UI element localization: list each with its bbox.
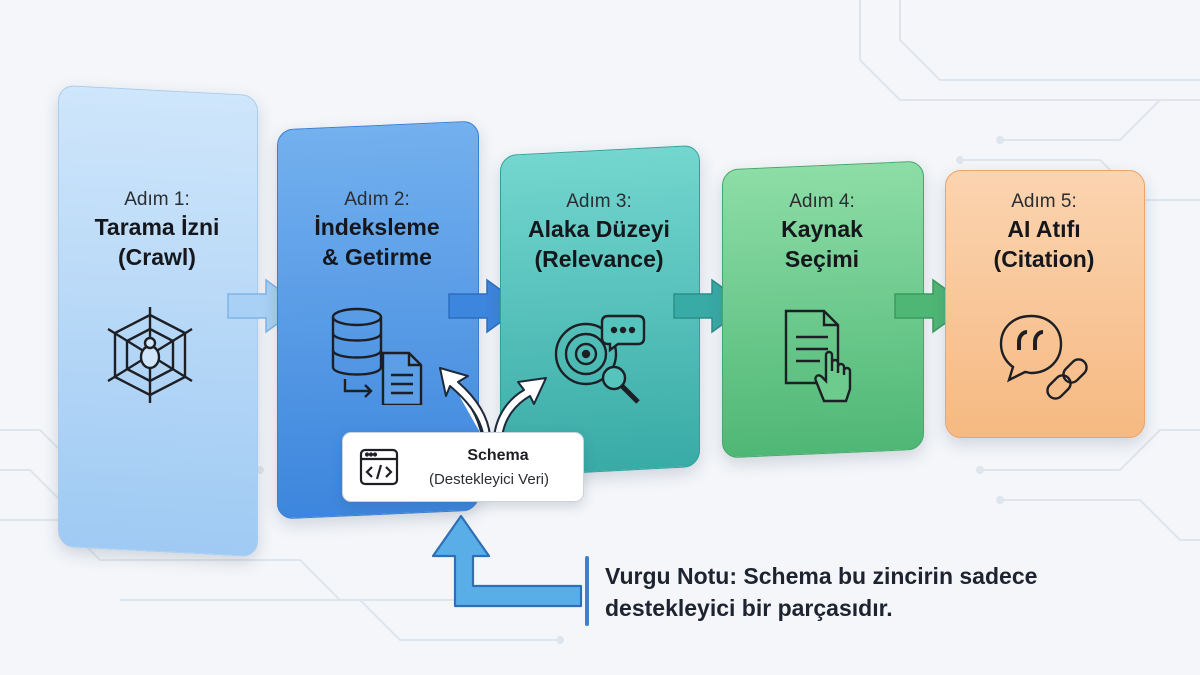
emphasis-note: Vurgu Notu: Schema bu zincirin sadece de… bbox=[605, 560, 1165, 624]
step-2-title-line1: İndeksleme bbox=[314, 214, 440, 240]
step-3-title-line2: (Relevance) bbox=[534, 246, 664, 272]
schema-title: Schema bbox=[467, 447, 529, 464]
step-5-number: Adım 5: bbox=[1011, 191, 1077, 212]
note-line-2: destekleyici bir parçasıdır. bbox=[605, 595, 893, 621]
quote-link-icon bbox=[999, 314, 1088, 400]
code-window-icon bbox=[359, 448, 399, 486]
step-5-content: Adım 5: AI Atıfı (Citation) bbox=[945, 190, 1143, 274]
step-3-content: Adım 3: Alaka Düzeyi (Relevance) bbox=[500, 190, 698, 274]
spider-web-icon bbox=[107, 307, 193, 403]
step-2-number: Adım 2: bbox=[344, 189, 410, 210]
step-2-content: Adım 2: İndeksleme & Getirme bbox=[277, 188, 477, 272]
target-search-icon bbox=[554, 314, 646, 404]
step-4-title-line2: Seçimi bbox=[784, 246, 860, 272]
step-4-content: Adım 4: Kaynak Seçimi bbox=[722, 190, 922, 274]
step-2-title-line2: & Getirme bbox=[322, 244, 432, 270]
step-1-content: Adım 1: Tarama İzni (Crawl) bbox=[58, 188, 256, 272]
database-document-icon bbox=[331, 307, 423, 405]
step-4-title-line1: Kaynak bbox=[781, 216, 863, 242]
schema-box: Schema (Destekleyici Veri) bbox=[342, 432, 584, 502]
step-1-number: Adım 1: bbox=[124, 189, 190, 210]
step-1-title-line1: Tarama İzni bbox=[94, 214, 220, 240]
note-to-schema-arrow bbox=[431, 514, 583, 608]
step-5-title-line2: (Citation) bbox=[993, 246, 1095, 272]
step-3-number: Adım 3: bbox=[566, 191, 632, 212]
step-3-title-line1: Alaka Düzeyi bbox=[528, 216, 670, 242]
note-accent-bar bbox=[585, 556, 589, 626]
step-5-panel bbox=[945, 170, 1145, 438]
step-5-title-line1: AI Atıfı bbox=[1007, 216, 1081, 242]
schema-subtitle: (Destekleyici Veri) bbox=[428, 471, 550, 488]
document-hand-icon bbox=[784, 309, 852, 403]
note-line-1: Vurgu Notu: Schema bu zincirin sadece bbox=[605, 563, 1038, 589]
step-4-number: Adım 4: bbox=[789, 191, 855, 212]
schema-support-arrows bbox=[439, 367, 547, 439]
step-1-title-line2: (Crawl) bbox=[118, 244, 196, 270]
